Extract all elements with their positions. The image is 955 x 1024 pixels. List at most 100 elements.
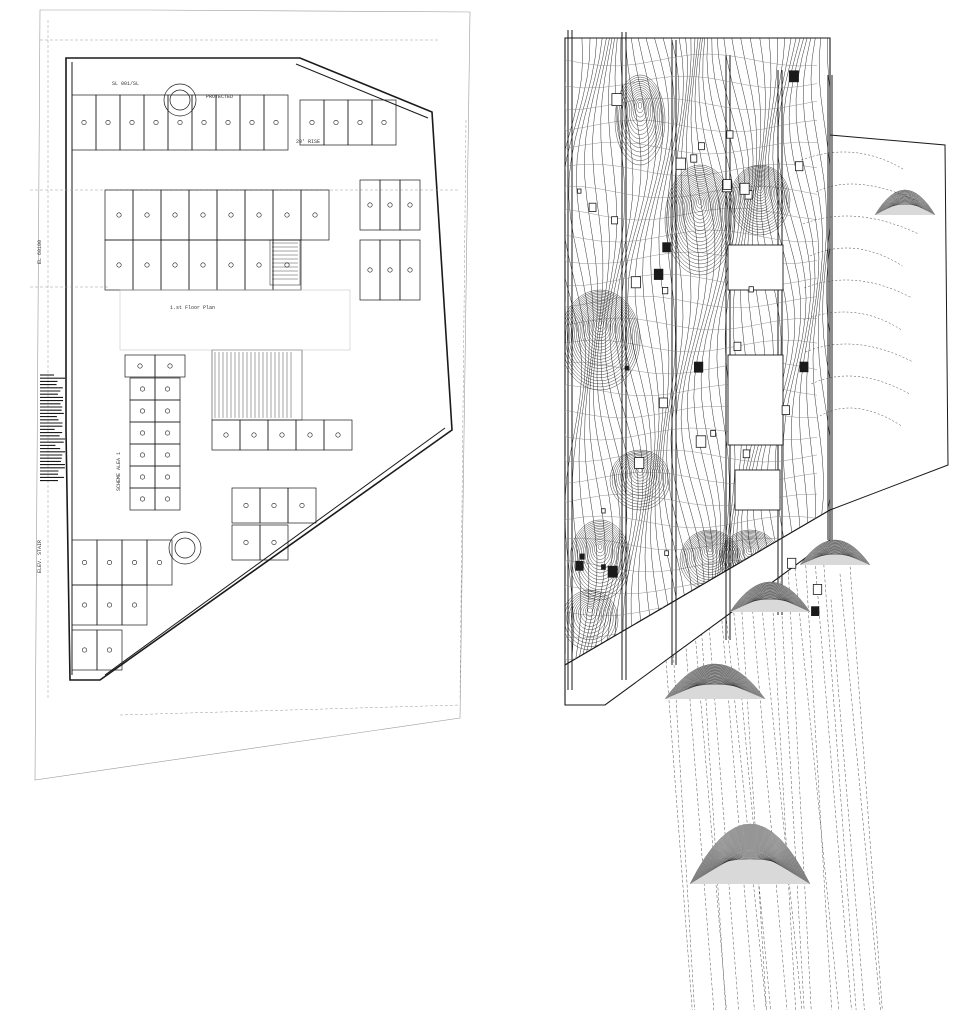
contour-line [565, 163, 818, 177]
mound-ring [632, 95, 648, 122]
inner-wall-edge [104, 427, 446, 676]
mound-ring [746, 546, 755, 555]
mound-ring [675, 175, 725, 253]
column-marker [200, 262, 206, 268]
projection-line [722, 585, 767, 1011]
mound-ring [597, 544, 603, 550]
mound-ring [689, 189, 711, 224]
projection-line [830, 599, 865, 1011]
mound-ring [630, 93, 650, 127]
mound-ring [574, 301, 626, 366]
mound-ring [677, 177, 724, 250]
mound-ring [685, 186, 715, 231]
ramp-spiral-top [163, 83, 197, 117]
furniture-block [695, 435, 707, 448]
mound-contour [715, 847, 785, 869]
mound-ring [729, 164, 791, 236]
furniture-block [634, 457, 645, 469]
furniture-block [601, 508, 606, 514]
furniture-block [653, 268, 664, 280]
mound-contour [890, 201, 920, 208]
mound-ring [733, 167, 787, 230]
column-marker [82, 602, 88, 608]
mound-contour [883, 196, 927, 211]
room-insets [727, 244, 784, 511]
furniture-block [579, 553, 585, 560]
contour-line [591, 38, 621, 665]
mound-ring [754, 183, 766, 196]
mound-ring [587, 311, 613, 345]
furniture-block [788, 70, 799, 83]
mound-contour [814, 549, 856, 559]
mound-ring [707, 548, 713, 553]
contour-line [565, 119, 818, 133]
mound-ring [590, 537, 610, 564]
mound-contour [745, 592, 795, 606]
mound-ring [576, 303, 624, 363]
column-marker [140, 430, 146, 436]
column-marker [271, 502, 277, 508]
contour-line [642, 38, 670, 665]
column-marker [367, 202, 373, 208]
mound-ring [572, 300, 628, 369]
room-cell [323, 419, 353, 451]
room-cell [287, 487, 317, 524]
flow-arrow [805, 343, 914, 363]
room-cell [371, 99, 397, 146]
mound-ring [682, 182, 718, 239]
mound-ring [668, 168, 732, 268]
room-cell [211, 419, 241, 451]
furniture-block [748, 286, 754, 293]
ramp-spiral-bottom [168, 531, 202, 565]
room-cell [154, 421, 181, 445]
mound-ring [734, 168, 786, 228]
furniture-block [811, 606, 820, 617]
room-cell [379, 179, 401, 231]
room-cell [146, 539, 173, 586]
furniture-block [710, 430, 717, 437]
mound-contour [805, 543, 865, 563]
mound-contour [748, 594, 792, 604]
mound-contour [685, 677, 745, 691]
column-marker [132, 602, 138, 608]
mound-contour [750, 596, 790, 603]
furniture-blocks [575, 70, 823, 617]
mound-ring [575, 599, 605, 630]
contour-line [598, 38, 628, 665]
mound-contour [811, 547, 859, 561]
furniture-block [787, 557, 797, 569]
contour-line [565, 97, 818, 111]
mound-ring [581, 307, 619, 354]
dimension-lines [30, 20, 467, 716]
flow-arrow [802, 215, 919, 235]
axonometric-terrain-drawing [564, 30, 949, 1011]
mound-ring [636, 99, 644, 114]
mound-ring [634, 97, 646, 118]
room-cell [295, 419, 325, 451]
column-marker [271, 539, 277, 545]
site-sheet-outline [34, 9, 471, 781]
mound-contour [878, 192, 932, 214]
column-marker [82, 647, 88, 653]
mound-contour [884, 197, 926, 211]
mound-ring [696, 540, 724, 568]
column-marker [144, 212, 150, 218]
mound-contour [669, 666, 761, 698]
column-marker [165, 386, 171, 392]
room-cell [129, 399, 156, 423]
mound-ring [565, 294, 635, 382]
column-marker [279, 432, 285, 438]
column-marker [228, 262, 234, 268]
mound-ring [583, 308, 617, 351]
room-cell [71, 94, 97, 151]
room-cell [359, 239, 381, 301]
room-cell [132, 239, 162, 291]
room-cell [132, 189, 162, 241]
contour-line [565, 53, 818, 67]
column-marker [201, 120, 207, 126]
mound-ring [582, 604, 598, 620]
mound-contour [877, 191, 933, 214]
mound-ring [747, 548, 753, 553]
mound-contour [690, 680, 740, 689]
